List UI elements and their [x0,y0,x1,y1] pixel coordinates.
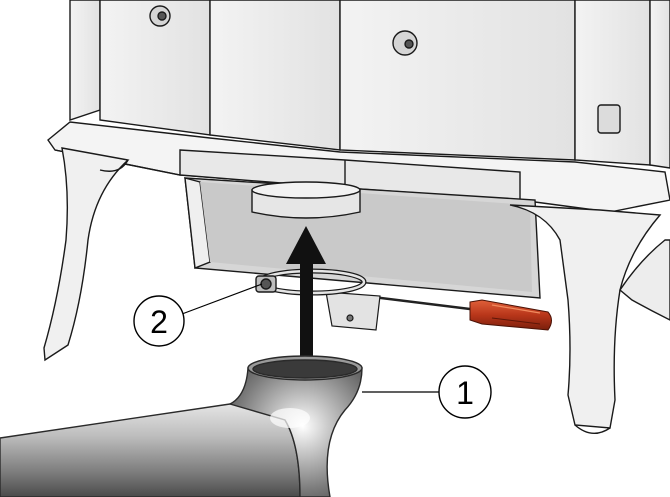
stove-right-leg [509,204,670,434]
stove-left-leg [43,147,130,362]
stove-base-plate [47,121,670,213]
mounting-bracket [325,291,381,331]
callout-2: 2 [133,283,263,347]
up-arrow-icon [286,226,326,372]
flue-pipe-elbow [0,355,363,497]
callout-1: 1 [362,365,492,419]
flue-collar [251,181,361,219]
stove-body [69,0,670,169]
callout-2-label: 2 [150,304,168,340]
callout-1-label: 1 [456,375,474,411]
screwdriver-icon [351,293,552,331]
